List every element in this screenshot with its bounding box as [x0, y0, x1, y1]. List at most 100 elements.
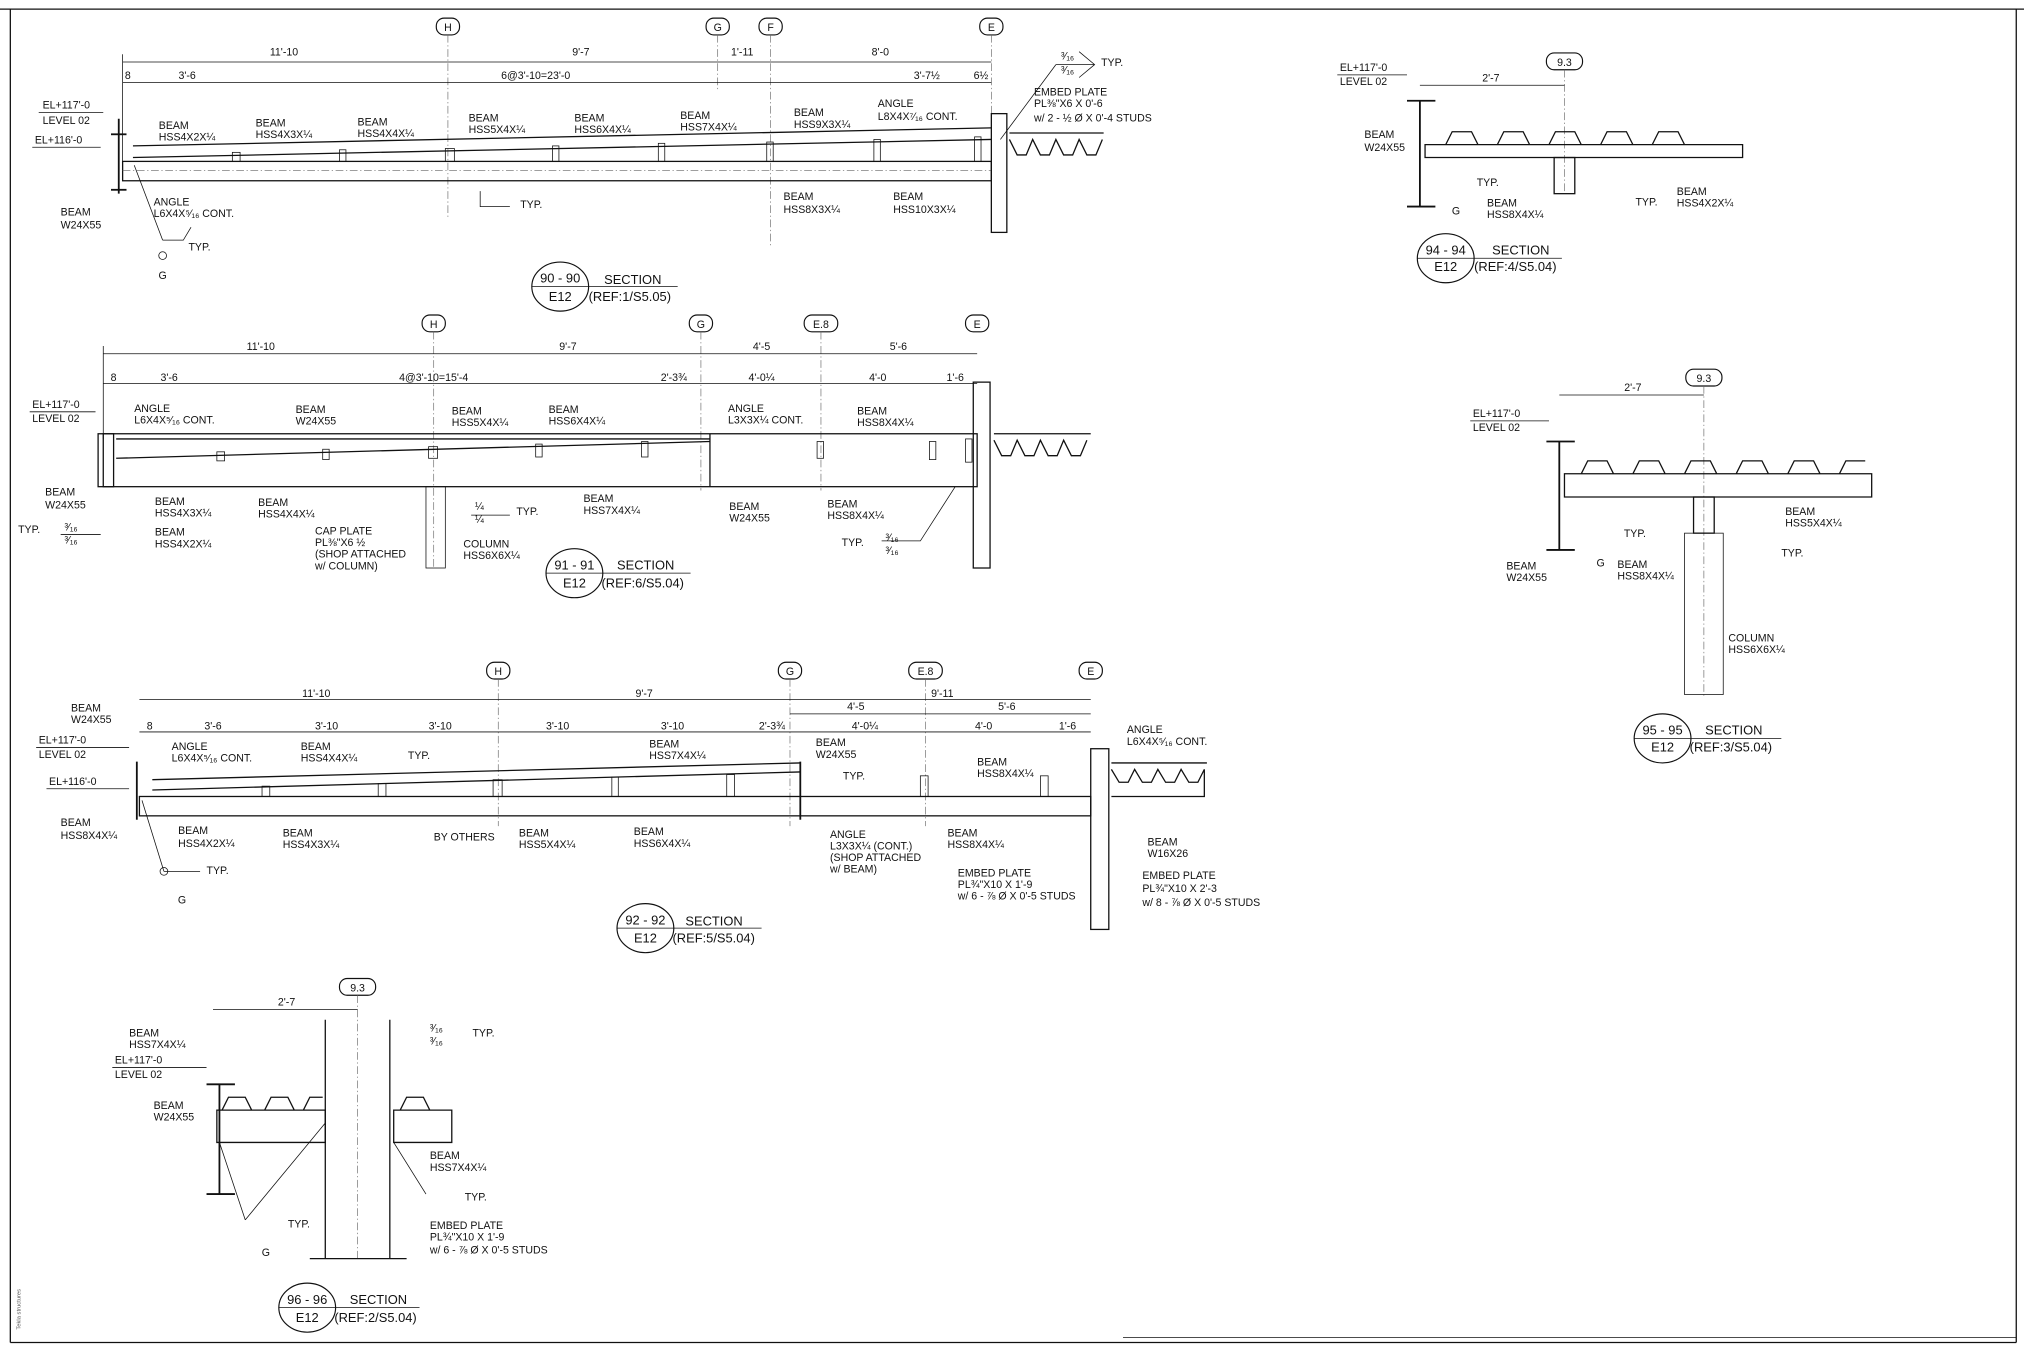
callout: BEAM: [680, 110, 710, 122]
callout: BEAM: [729, 501, 759, 513]
elevation-labels: EL+117'-0 LEVEL 02 EL+116'-0: [32, 99, 104, 148]
dim: 8: [147, 720, 153, 732]
callout: HSS7X4X¼: [129, 1039, 186, 1051]
elevation-label: EL+117'-0: [1473, 408, 1521, 420]
section-label: SECTION: [1492, 242, 1549, 257]
dim: 3'-7½: [914, 70, 940, 82]
dim: 8: [125, 70, 131, 82]
callout: BEAM: [794, 107, 824, 119]
section-91-91: H G E.8 E 11'-10 9'-7 4'-5 5'-6 8 3'-6 4…: [18, 314, 1091, 599]
section-ref: (REF:4/S5.04): [1474, 259, 1556, 274]
callout: HSS6X6X¼: [1728, 644, 1785, 656]
elevation-label: EL+117'-0: [39, 735, 87, 747]
dim: 1'-6: [1059, 720, 1076, 732]
callout: HSS7X4X¼: [583, 505, 640, 517]
callout: ANGLE: [830, 829, 866, 841]
weld-g: G: [178, 895, 186, 907]
dim: 2'-3¾: [759, 720, 785, 732]
section-title: 91 - 91 E12 SECTION (REF:6/S5.04): [545, 548, 691, 599]
weld-size: ³⁄₁₆: [886, 532, 899, 544]
weld-typ: TYP.: [472, 1028, 494, 1040]
callout: BEAM: [159, 120, 189, 132]
section-label: SECTION: [617, 557, 674, 572]
dim: 6½: [974, 70, 989, 82]
dim: 1'-6: [947, 372, 964, 384]
weld-size: ³⁄₁₆: [1061, 65, 1074, 77]
dimensions: 11'-10 9'-7 9'-11 4'-5 5'-6 8 3'-6 3'-10…: [147, 688, 1076, 732]
callout: EMBED PLATE: [430, 1220, 503, 1232]
sheet-ref: E12: [296, 1310, 319, 1325]
sheet-ref: E12: [549, 289, 572, 304]
callout: HSS7X4X¼: [649, 750, 706, 762]
callout: BEAM: [1148, 837, 1178, 849]
callout: BEAM: [977, 757, 1007, 769]
callout: w/ 8 - ⅞ Ø X 0'-5 STUDS: [1141, 897, 1260, 909]
dim: 3'-10: [546, 720, 569, 732]
section-95-95: 9.3 2'-7 EL+117'-0 LEVEL 02 BEAMHSS5X4X¼…: [1470, 368, 1873, 764]
dim: 2'-3¾: [661, 372, 687, 384]
callout: L3X3X¼ CONT.: [728, 414, 803, 426]
callout: BEAM: [857, 405, 887, 417]
callout: HSS4X3X¼: [256, 129, 313, 141]
callout: (SHOP ATTACHED: [315, 549, 406, 561]
callout: ANGLE: [728, 403, 764, 415]
dim: 4'-0: [975, 720, 992, 732]
callout: PL⅜"X6 X 0'-6: [1034, 98, 1103, 110]
callout: HSS4X2X¼: [1677, 198, 1734, 210]
section-id: 96 - 96: [287, 1292, 327, 1307]
weld-typ: TYP.: [843, 771, 865, 783]
callout: BEAM: [1677, 186, 1707, 198]
grid-bubbles: H G F E: [435, 17, 1004, 246]
dim: 11'-10: [270, 47, 298, 59]
callout: BEAM: [574, 112, 604, 124]
callout: HSS6X4X¼: [574, 124, 631, 136]
callout: BY OTHERS: [434, 831, 495, 843]
dim: 4'-0¼: [749, 372, 775, 384]
framing: [111, 112, 1104, 234]
callout: W24X55: [1506, 572, 1547, 584]
callout: HSS4X2X¼: [178, 838, 235, 850]
grid-9-3: 9.3: [350, 982, 365, 994]
weld-typ: TYP.: [1101, 57, 1123, 69]
weld-g: G: [1596, 558, 1604, 570]
callout: BEAM: [154, 1100, 184, 1112]
callout: CAP PLATE: [315, 525, 372, 537]
callout: BEAM: [583, 493, 613, 505]
callout: PL¾"X10 X 1'-9: [958, 879, 1033, 891]
callout: BEAM: [45, 487, 75, 499]
callout: ANGLE: [134, 403, 170, 415]
sheet-ref: E12: [563, 575, 586, 590]
callout: HSS4X2X¼: [159, 132, 216, 144]
callout: W24X55: [1364, 142, 1405, 154]
weld-typ: TYP.: [1781, 547, 1803, 559]
dim: 4'-0: [869, 372, 886, 384]
callout: HSS4X3X¼: [283, 839, 340, 851]
weld-typ: TYP.: [188, 241, 210, 253]
callout: BEAM: [893, 191, 923, 203]
sheet-ref: E12: [1434, 259, 1457, 274]
dim: 3'-6: [204, 720, 221, 732]
callout: PL¾"X10 X 2'-3: [1142, 883, 1217, 895]
callout: (SHOP ATTACHED: [830, 852, 921, 864]
dimensions: 11'-10 9'-7 4'-5 5'-6 8 3'-6 4@3'-10=15'…: [111, 341, 964, 384]
dim: 4'-0¼: [852, 720, 878, 732]
grid-G: G: [697, 319, 705, 331]
callout: w/ 6 - ⅞ Ø X 0'-5 STUDS: [957, 891, 1076, 903]
level-label: LEVEL 02: [1473, 422, 1520, 434]
callout: w/ COLUMN): [314, 560, 378, 572]
weld-size: ³⁄₁₆: [886, 545, 899, 557]
callout: PL⅜"X6 ½: [315, 537, 365, 549]
grid-G: G: [714, 22, 722, 34]
weld-typ: TYP.: [288, 1219, 310, 1231]
elevation-label: EL+116'-0: [35, 134, 83, 146]
sheet-border: [0, 8, 2024, 1344]
grid-F: F: [767, 22, 774, 34]
callout: HSS8X4X¼: [947, 839, 1004, 851]
dim: 9'-11: [931, 688, 954, 700]
weld-size: ³⁄₁₆: [430, 1035, 443, 1047]
callout: BEAM: [178, 825, 208, 837]
callout: W24X55: [816, 749, 857, 761]
